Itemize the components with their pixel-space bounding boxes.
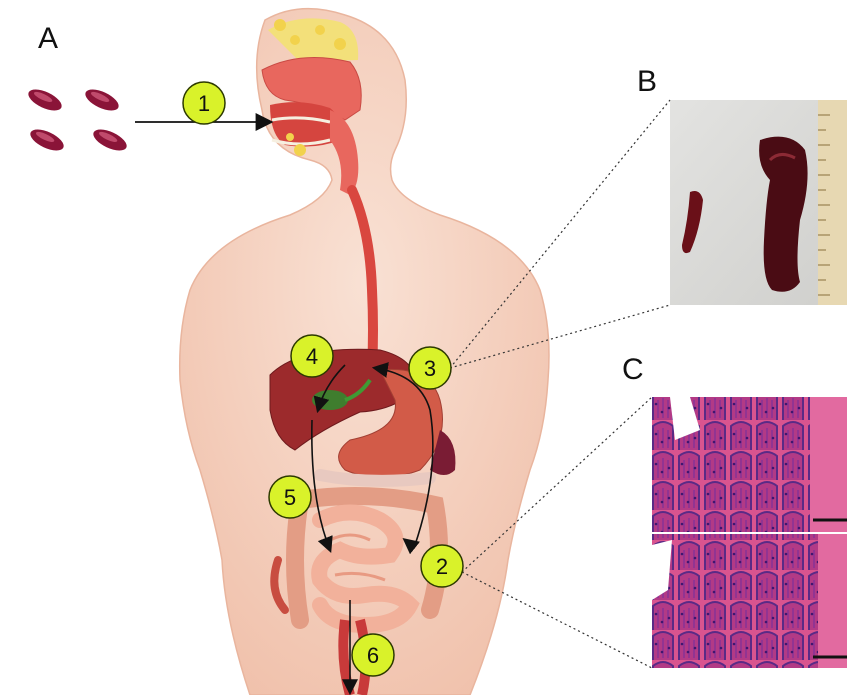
step-badge-1: 1: [183, 82, 225, 124]
step-label: 3: [424, 356, 436, 381]
step-label: 6: [367, 643, 379, 668]
bacterium-icon: [27, 125, 66, 155]
step-badge-2: 2: [421, 545, 463, 587]
step-badge-3: 3: [409, 347, 451, 389]
step-label: 2: [436, 554, 448, 579]
bacteria-cluster: [25, 85, 129, 155]
step-badge-5: 5: [269, 476, 311, 518]
step-label: 1: [198, 91, 210, 116]
step-label: 5: [284, 485, 296, 510]
panel-label-c: C: [622, 355, 644, 385]
step-badge-4: 4: [291, 335, 333, 377]
spleen-photo: [670, 100, 847, 305]
histology-micrograph: [652, 397, 847, 668]
bacterium-icon: [82, 85, 121, 115]
step-label: 4: [306, 344, 318, 369]
bacterium-icon: [90, 125, 129, 155]
panel-label-a: A: [38, 24, 58, 54]
step-badge-6: 6: [352, 634, 394, 676]
panel-label-b: B: [637, 67, 657, 97]
bacterium-icon: [25, 85, 64, 115]
